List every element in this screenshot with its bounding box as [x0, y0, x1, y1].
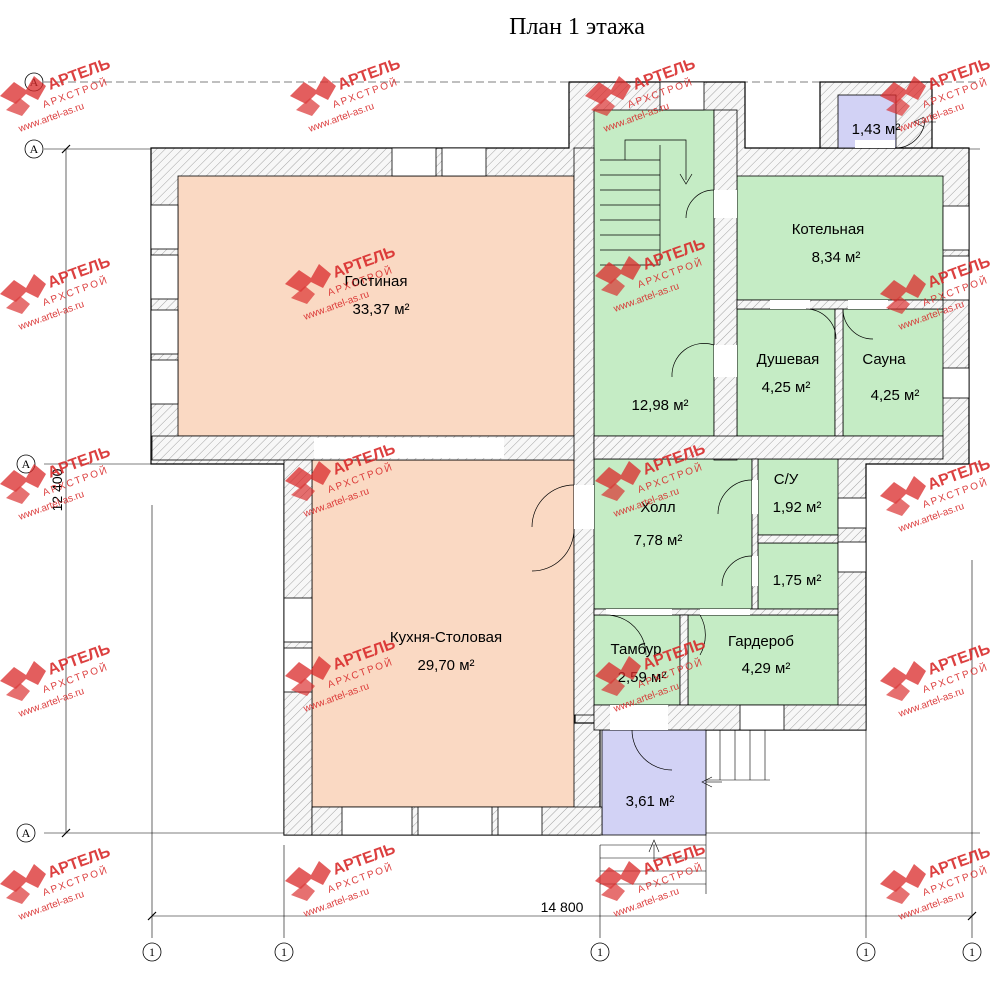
- entry-steps: [600, 116, 936, 894]
- room-shower: [736, 308, 836, 437]
- page-title: План 1 этажа: [509, 14, 645, 40]
- label-boiler-area: 8,34 м²: [812, 249, 861, 266]
- staircase: [600, 139, 693, 266]
- dimension-depth: 12 400: [49, 468, 65, 511]
- windows: [150, 81, 970, 836]
- svg-text:1: 1: [149, 945, 155, 959]
- axis-bubbles-rows: А А А А: [16, 72, 44, 843]
- label-hall-name: Холл: [640, 499, 675, 516]
- room-small-porch: [837, 94, 897, 149]
- label-boiler-name: Котельная: [792, 221, 865, 238]
- label-hall-area: 7,78 м²: [634, 532, 683, 549]
- room-sauna: [842, 308, 944, 437]
- svg-text:А: А: [22, 826, 31, 840]
- room-living: [177, 175, 575, 437]
- svg-text:А: А: [22, 457, 31, 471]
- svg-text:1: 1: [597, 945, 603, 959]
- door-openings: [314, 140, 895, 730]
- label-wardrobe-area: 4,29 м²: [742, 660, 791, 677]
- label-small-porch-area: 1,43 м²: [852, 121, 901, 138]
- room-kitchen: [311, 459, 575, 808]
- label-shower-area: 4,25 м²: [762, 379, 811, 396]
- label-living-name: Гостиная: [345, 273, 408, 290]
- label-sauna-name: Сауна: [862, 351, 906, 368]
- label-sauna-area: 4,25 м²: [871, 387, 920, 404]
- svg-text:А: А: [30, 142, 39, 156]
- label-wardrobe-name: Гардероб: [728, 633, 794, 650]
- label-stair-area: 12,98 м²: [631, 397, 688, 414]
- label-porch-area: 3,61 м²: [626, 793, 675, 810]
- label-kitchen-area: 29,70 м²: [417, 657, 474, 674]
- svg-text:1: 1: [969, 945, 975, 959]
- dimension-width: 14 800: [541, 899, 584, 915]
- room-fills: [177, 94, 944, 836]
- door-swings: [531, 117, 926, 771]
- label-shower-name: Душевая: [757, 351, 820, 368]
- label-vestibule-name: Тамбур: [611, 641, 662, 658]
- label-small-area: 1,75 м²: [773, 572, 822, 589]
- label-wc-area: 1,92 м²: [773, 499, 822, 516]
- axis-bubbles-columns: 1 1 1 1 1: [142, 942, 982, 962]
- label-wc-name: С/У: [774, 471, 799, 488]
- label-kitchen-name: Кухня-Столовая: [390, 629, 502, 646]
- svg-text:1: 1: [863, 945, 869, 959]
- label-living-area: 33,37 м²: [352, 301, 409, 318]
- grid-ticks: [61, 144, 977, 921]
- room-small: [757, 542, 839, 610]
- svg-text:1: 1: [281, 945, 287, 959]
- room-porch: [601, 729, 707, 836]
